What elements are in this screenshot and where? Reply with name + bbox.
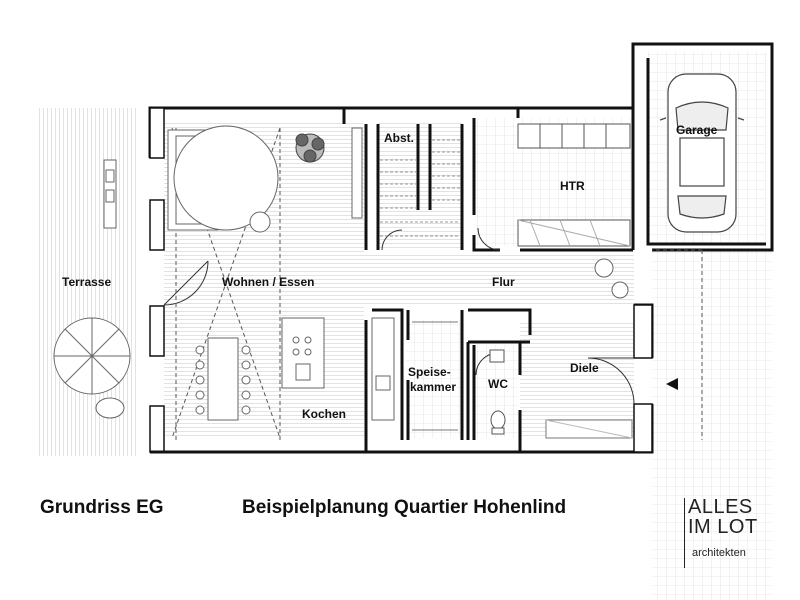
staircase: [380, 139, 460, 237]
room-label-wohnen: Wohnen / Essen: [222, 275, 314, 289]
room-label-wc: WC: [488, 377, 508, 391]
room-label-terrasse: Terrasse: [62, 275, 111, 289]
room-label-speise-2: kammer: [410, 380, 456, 394]
dining-table: [195, 337, 251, 421]
logo-line-1: ALLES: [688, 496, 753, 518]
entrance-paving: [652, 252, 772, 600]
shelf: [351, 127, 363, 219]
kitchen-island: [281, 317, 325, 389]
pantry-shelves: [412, 321, 458, 431]
lounger: [103, 159, 117, 229]
hallway-floor: [164, 252, 634, 307]
abst-floor: [378, 120, 462, 250]
plan-title: Grundriss EG: [40, 497, 164, 518]
room-label-flur: Flur: [492, 275, 515, 289]
logo-line-2: IM LOT: [688, 516, 758, 538]
room-label-abst: Abst.: [384, 131, 414, 145]
diele-bench: [545, 419, 633, 439]
htr-cabinets: [517, 123, 631, 247]
pantry-floor: [406, 320, 462, 438]
car: [659, 73, 745, 233]
firm-logo: ALLES IM LOT architekten: [688, 497, 758, 559]
room-label-diele: Diele: [570, 361, 599, 375]
room-label-htr: HTR: [560, 179, 585, 193]
sight-lines: [171, 127, 703, 440]
room-label-garage: Garage: [676, 123, 718, 137]
kitchen-counter: [371, 317, 395, 421]
room-label-speise-1: Speise-: [408, 365, 451, 379]
plant: [295, 133, 325, 163]
wc-fixtures: [489, 349, 506, 435]
entrance-arrow-icon: [666, 378, 678, 390]
logo-line-3: architekten: [692, 547, 746, 559]
diele-floor: [520, 320, 634, 438]
logo-divider: [684, 498, 685, 568]
umbrella: [53, 317, 131, 419]
project-title: Beispielplanung Quartier Hohenlind: [242, 497, 567, 518]
sofa: [167, 125, 279, 233]
room-label-kochen: Kochen: [302, 407, 346, 421]
terrace-area: [36, 108, 136, 456]
hall-chairs: [594, 258, 629, 299]
walls: [148, 42, 774, 454]
